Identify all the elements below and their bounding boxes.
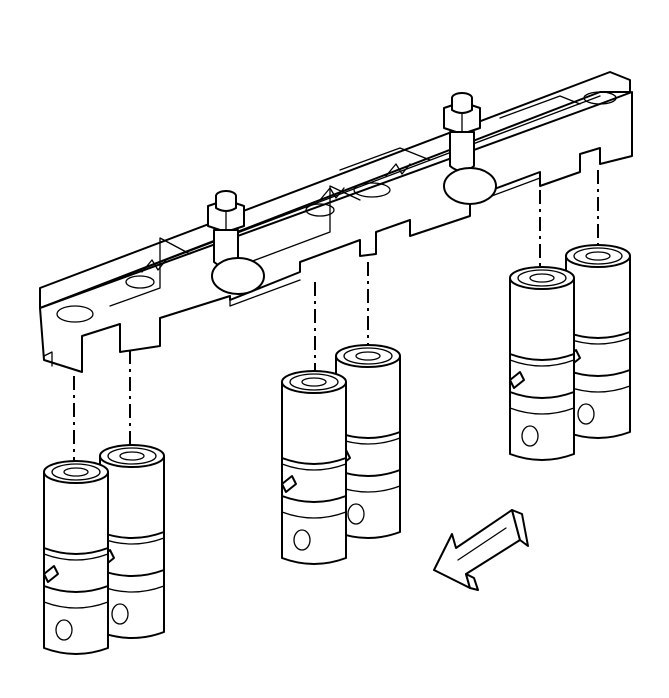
- lifter-4: [281, 370, 347, 565]
- lifter-6: [509, 266, 575, 461]
- bolt-left: [207, 190, 265, 295]
- direction-arrow-icon: [433, 509, 529, 591]
- lifter-2: [43, 460, 109, 655]
- lifter-1: [99, 444, 165, 639]
- alignment-lines: [73, 170, 599, 462]
- bolt-right: [443, 92, 497, 205]
- lifter-5: [565, 244, 631, 439]
- lifter-guide-rail: [39, 71, 633, 373]
